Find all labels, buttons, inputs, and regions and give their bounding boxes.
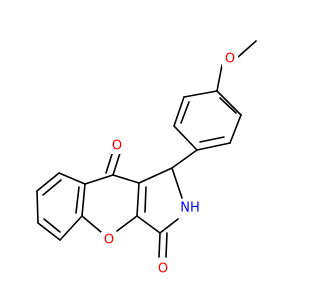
bond-benzo-3 bbox=[36, 190, 39, 224]
bond-c3a-c9a-double bbox=[144, 186, 147, 213]
bond-anisyl-2 bbox=[229, 114, 242, 144]
ketone-oxygen-label: O bbox=[109, 138, 125, 154]
bond-anisyl-6 bbox=[183, 90, 218, 98]
bond-anisyl-4 bbox=[173, 125, 198, 151]
bond-aryl-c1 bbox=[171, 149, 198, 169]
bond-benzo-1 bbox=[58, 172, 86, 185]
bond-anisyl-3 bbox=[196, 142, 231, 151]
bond-c9-oxygen bbox=[112, 152, 121, 176]
bond-c1-n2 bbox=[171, 167, 183, 199]
ketone-oxygen-text: O bbox=[112, 139, 122, 154]
bond-anisyl-double-3 bbox=[180, 101, 190, 124]
bond-c1-c9a bbox=[138, 167, 173, 184]
bond-anisyl-5 bbox=[173, 96, 185, 127]
ring-oxygen-text: O bbox=[104, 233, 114, 248]
bond-c4a-o4 bbox=[81, 215, 102, 233]
amine-text: NH bbox=[180, 201, 200, 216]
bond-methyl-oxygen bbox=[237, 40, 257, 58]
ring-oxygen-label: O bbox=[101, 232, 117, 248]
bond-anisyl-double-2 bbox=[199, 136, 225, 143]
bond-benzo-double-1 bbox=[42, 179, 62, 196]
bond-c3a-c9a bbox=[136, 182, 140, 217]
lactam-oxygen-text: O bbox=[158, 262, 168, 277]
methoxy-oxygen-text: O bbox=[225, 52, 235, 67]
bond-c9-oxygen-double bbox=[105, 150, 114, 174]
bond-c3-oxygen-double bbox=[165, 232, 168, 258]
methoxy-oxygen-label: O bbox=[222, 51, 238, 67]
bonds bbox=[36, 40, 257, 258]
bond-o4-c3a bbox=[116, 215, 138, 232]
bond-benzo-4 bbox=[37, 222, 61, 241]
bond-benzo-double-3 bbox=[75, 186, 80, 214]
bond-benzo-2 bbox=[36, 172, 60, 192]
lactam-oxygen-label: O bbox=[155, 261, 171, 277]
bond-oxygen-aryl bbox=[216, 64, 223, 92]
bond-c3-oxygen bbox=[158, 232, 161, 258]
bond-benzo-5 bbox=[59, 215, 83, 241]
atom-labels: O O NH O O bbox=[101, 51, 238, 277]
bond-anisyl-double-1 bbox=[219, 97, 237, 114]
bond-c3-c3a bbox=[136, 215, 161, 234]
bond-c9-c8a bbox=[84, 174, 114, 185]
bond-n2-c3 bbox=[159, 218, 179, 234]
bond-c8a-c4a bbox=[81, 183, 86, 217]
amine-label: NH bbox=[177, 200, 203, 216]
bond-anisyl-1 bbox=[216, 90, 242, 116]
chemical-structure-diagram: O O NH O O bbox=[36, 40, 257, 277]
bond-benzo-double-2 bbox=[43, 218, 61, 233]
bond-c9a-c9 bbox=[112, 174, 140, 184]
